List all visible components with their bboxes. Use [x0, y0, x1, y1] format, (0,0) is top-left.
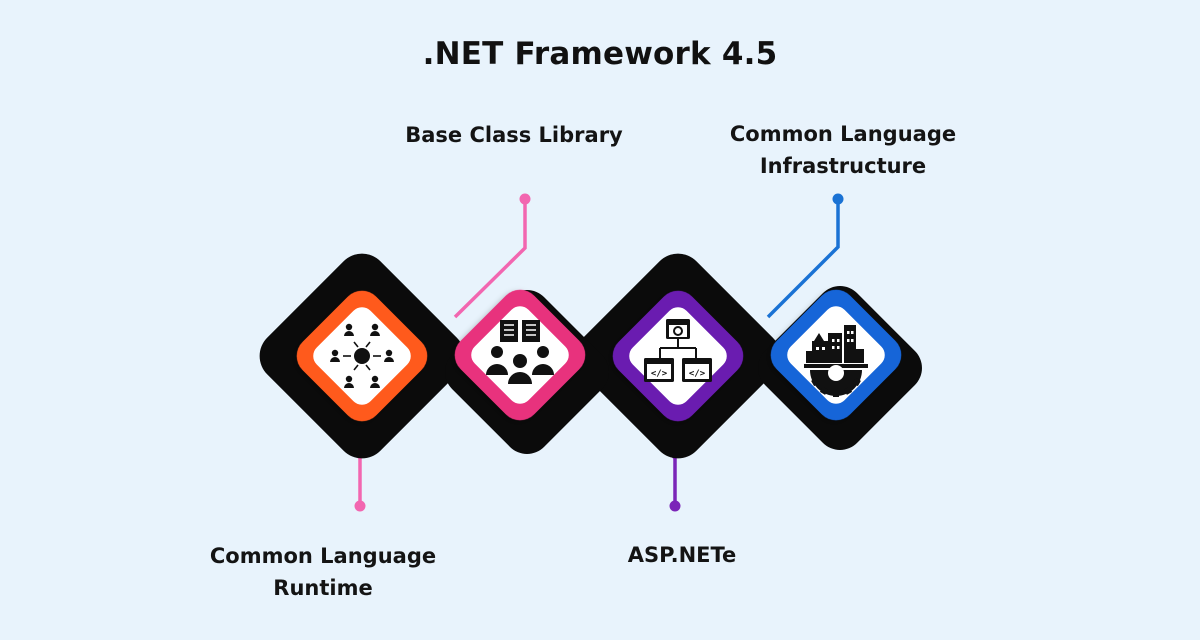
svg-text:</>: </> — [651, 369, 668, 379]
label-common-language-runtime: Common Language Runtime — [173, 540, 473, 604]
diagram-title: .NET Framework 4.5 — [422, 36, 778, 72]
connector-common-language-infrastructure — [766, 199, 840, 319]
label-common-language-infrastructure: Common Language Infrastructure — [693, 118, 993, 182]
connector-dot — [832, 193, 844, 205]
web-code-icon: </> </> — [644, 319, 712, 382]
connector-dot — [519, 193, 531, 205]
label-base-class-library: Base Class Library — [364, 119, 664, 151]
diamond-base-class-library — [454, 289, 586, 421]
label-line: Base Class Library — [405, 123, 623, 147]
label-line: Common Language — [209, 544, 437, 568]
label-line: Common Language — [729, 122, 957, 146]
connector-base-class-library — [453, 199, 527, 319]
diamond-common-language-infrastructure — [770, 289, 902, 421]
diamond-asp-net: </> </> — [612, 290, 744, 422]
industry-gear-icon — [804, 325, 868, 397]
connector-dot — [669, 500, 681, 512]
diamond-common-language-runtime — [296, 290, 428, 422]
network-people-icon — [330, 323, 394, 388]
label-line: Infrastructure — [759, 154, 927, 178]
connector-dot — [354, 500, 366, 512]
label-asp-net: ASP.NETe — [532, 539, 832, 571]
label-line: ASP.NETe — [627, 543, 737, 567]
label-line: Runtime — [273, 576, 373, 600]
svg-text:</>: </> — [689, 369, 706, 379]
group-reading-icon — [486, 320, 554, 384]
